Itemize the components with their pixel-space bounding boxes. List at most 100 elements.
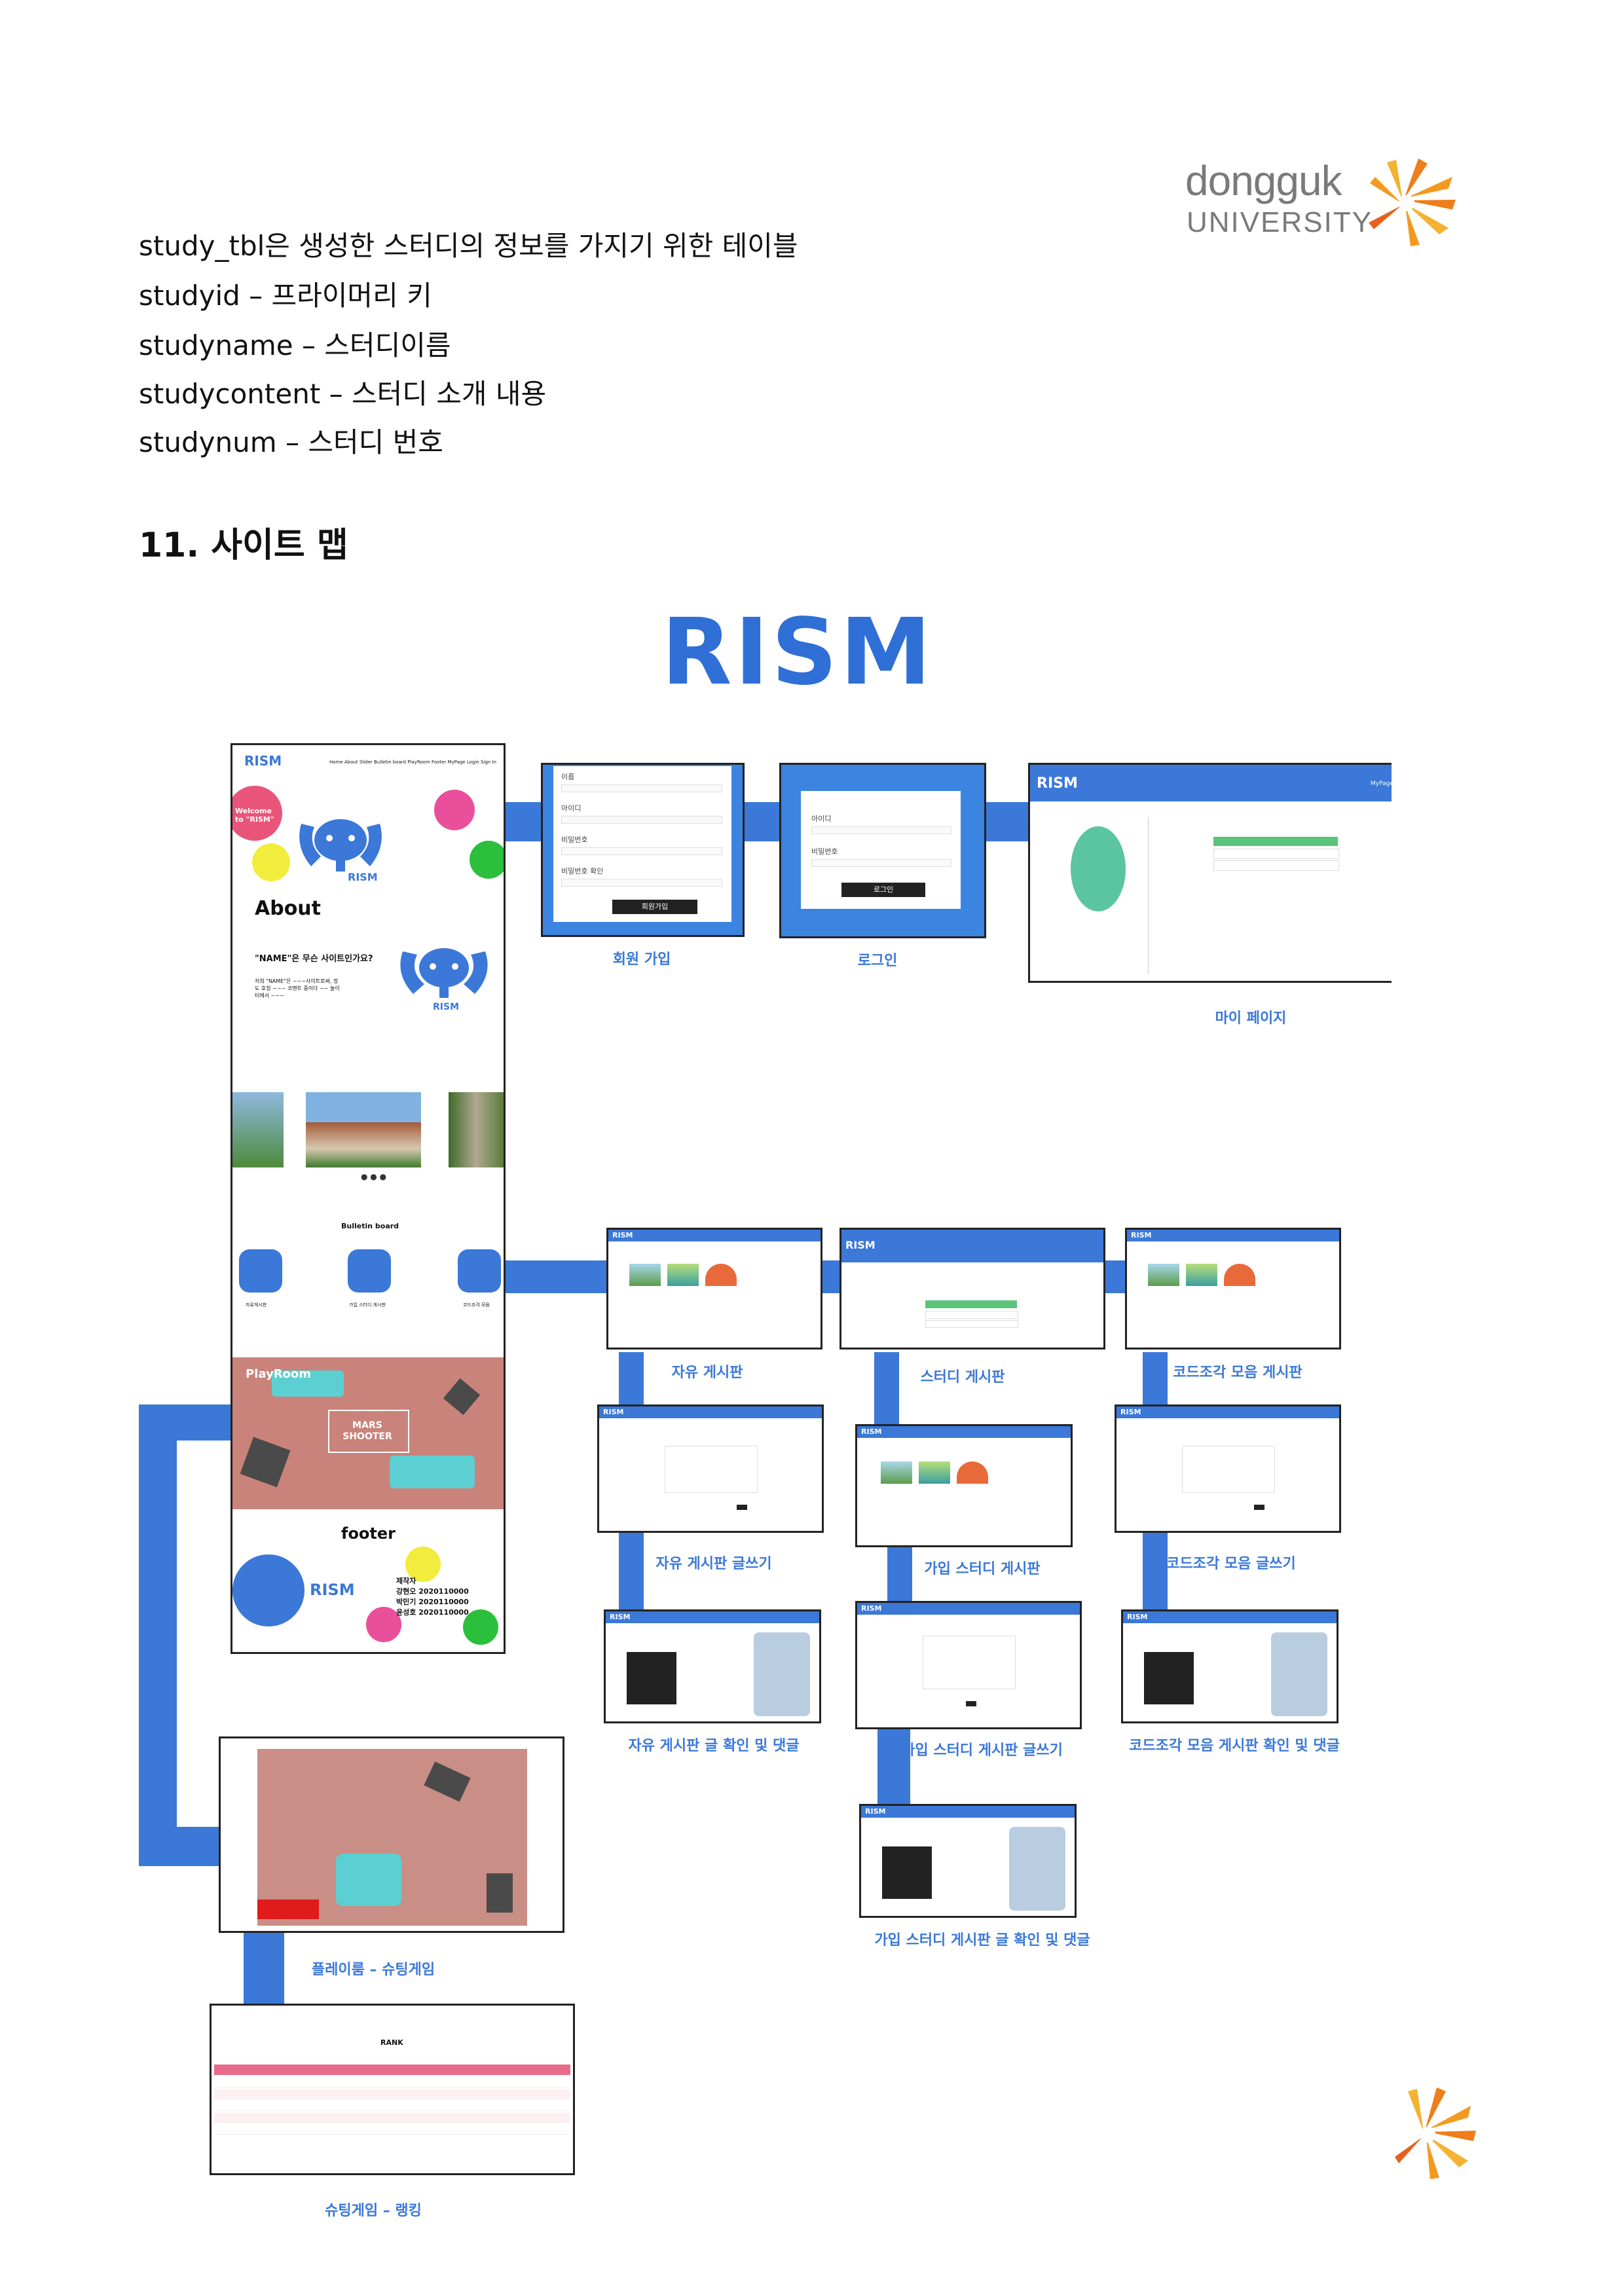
elephant-emblem-icon — [400, 948, 488, 998]
connector — [887, 1545, 912, 1604]
profile-divider — [1148, 817, 1149, 974]
study-board-screenshot: RISM — [840, 1228, 1105, 1349]
connector — [982, 802, 1029, 841]
login-screenshot: 아이디 비밀번호 로그인 — [779, 763, 986, 938]
header-bar: RISM — [608, 1230, 821, 1241]
about-title: About — [255, 897, 322, 920]
bulletin-tile[interactable] — [239, 1249, 282, 1293]
signup-form: 이름 아이디 비밀번호 비밀번호 확인 회원가입 — [553, 766, 731, 922]
connector — [619, 1532, 644, 1621]
section-title: 11. 사이트 맵 — [139, 526, 348, 565]
pink-circle — [434, 790, 475, 830]
study-board-caption: 스터디 게시판 — [920, 1369, 1005, 1386]
brand: RISM — [1127, 1613, 1148, 1621]
bulletin-label: 가입 스터디 게시판 — [349, 1302, 386, 1308]
thumb[interactable] — [957, 1461, 988, 1484]
write-area[interactable] — [923, 1636, 1016, 1689]
header-bar: RISM — [1123, 1611, 1337, 1623]
logo-word-dongguk: dongguk — [1185, 157, 1342, 204]
bulletin-tile[interactable] — [458, 1249, 501, 1293]
rank-table-row — [214, 2089, 570, 2099]
game-rock — [487, 1873, 513, 1913]
game-floor-patch — [272, 1370, 344, 1397]
thumb[interactable] — [667, 1264, 699, 1286]
signup-password-input[interactable] — [561, 847, 722, 855]
login-label-password: 비밀번호 — [811, 847, 838, 856]
code-write-screenshot: RISM — [1115, 1405, 1341, 1533]
slider-image — [232, 1092, 284, 1167]
thumb[interactable] — [1224, 1264, 1255, 1286]
signup-name-input[interactable] — [561, 784, 722, 792]
write-submit-button[interactable] — [737, 1505, 747, 1510]
footer-credit: 윤성호 2020110000 — [396, 1608, 469, 1617]
thumb[interactable] — [881, 1461, 912, 1484]
mypage-table-row[interactable] — [1213, 860, 1339, 871]
mypage-caption: 마이 페이지 — [1215, 1010, 1287, 1027]
thumb[interactable] — [705, 1264, 737, 1286]
bulletin-title: Bulletin board — [341, 1222, 399, 1230]
game-rock — [240, 1437, 291, 1488]
code-board-caption: 코드조각 모음 게시판 — [1173, 1365, 1302, 1381]
brand: RISM — [610, 1613, 631, 1621]
code-view-screenshot: RISM — [1121, 1609, 1338, 1723]
signup-button[interactable]: 회원가입 — [612, 900, 697, 914]
emblem-label: RISM — [433, 1002, 460, 1012]
connector — [502, 1260, 608, 1293]
code-write-caption: 코드조각 모음 글쓰기 — [1166, 1556, 1296, 1572]
joined-study-view-screenshot: RISM — [859, 1804, 1077, 1918]
header-bar: RISM — [861, 1806, 1075, 1818]
connector — [1101, 1260, 1125, 1293]
game-title-box[interactable] — [328, 1410, 409, 1453]
study-table-row[interactable] — [925, 1311, 1018, 1319]
joined-study-caption: 가입 스터디 게시판 — [924, 1561, 1041, 1577]
write-submit-button[interactable] — [966, 1701, 976, 1706]
thumb[interactable] — [1186, 1264, 1217, 1286]
sunburst-icon — [1395, 2087, 1476, 2179]
sitemap-title: RISM — [661, 599, 934, 706]
signup-password-confirm-input[interactable] — [561, 879, 722, 887]
footer-title: footer — [341, 1524, 396, 1543]
brand: RISM — [603, 1408, 624, 1416]
thumb[interactable] — [1148, 1264, 1179, 1286]
joined-study-view-caption: 가입 스터디 게시판 글 확인 및 댓글 — [874, 1932, 1090, 1949]
header-bar: RISM — [1116, 1406, 1339, 1418]
slider-dots[interactable]: ● ● ● — [361, 1172, 387, 1181]
thumb[interactable] — [919, 1461, 950, 1484]
post-image — [627, 1652, 676, 1704]
login-id-input[interactable] — [811, 826, 951, 834]
login-form: 아이디 비밀번호 로그인 — [801, 791, 961, 909]
free-write-screenshot: RISM — [597, 1405, 824, 1533]
main-nav: Home About Slider Bulletin board PlayRoo… — [329, 760, 496, 765]
bulletin-tile[interactable] — [348, 1249, 391, 1293]
brand: RISM — [845, 1239, 876, 1251]
login-button[interactable]: 로그인 — [841, 883, 925, 897]
pink-circle — [232, 786, 282, 841]
mypage-screenshot: RISM MyPage — [1028, 763, 1392, 983]
free-view-screenshot: RISM — [604, 1609, 821, 1723]
slider-image — [449, 1092, 504, 1167]
bulletin-label: 코드조각 모음 — [463, 1302, 490, 1308]
write-area[interactable] — [665, 1446, 758, 1493]
rank-table-row — [214, 2113, 570, 2123]
bulletin-label: 자유게시판 — [246, 1302, 267, 1308]
game-floor-patch — [390, 1456, 475, 1488]
rank-title: RANK — [380, 2038, 403, 2047]
yellow-circle — [405, 1547, 441, 1582]
header-bar: RISM — [857, 1426, 1071, 1438]
free-board-caption: 자유 게시판 — [671, 1365, 743, 1381]
signup-label-password: 비밀번호 — [561, 835, 588, 844]
code-board-screenshot: RISM — [1125, 1228, 1341, 1349]
login-caption: 로그인 — [857, 953, 898, 969]
write-area[interactable] — [1182, 1446, 1275, 1493]
thumb[interactable] — [629, 1264, 661, 1286]
code-view-caption: 코드조각 모음 게시판 확인 및 댓글 — [1129, 1738, 1340, 1754]
mypage-nav[interactable]: MyPage — [1371, 780, 1392, 787]
joined-study-write-caption: 가입 스터디 게시판 글쓰기 — [902, 1742, 1063, 1759]
signup-id-input[interactable] — [561, 816, 722, 824]
description-line: studynum – 스터디 번호 — [139, 426, 443, 458]
signup-label-id: 아이디 — [561, 804, 581, 813]
write-submit-button[interactable] — [1254, 1505, 1264, 1510]
login-password-input[interactable] — [811, 859, 951, 867]
mypage-table-row[interactable] — [1213, 849, 1339, 859]
study-table-row[interactable] — [925, 1320, 1018, 1328]
